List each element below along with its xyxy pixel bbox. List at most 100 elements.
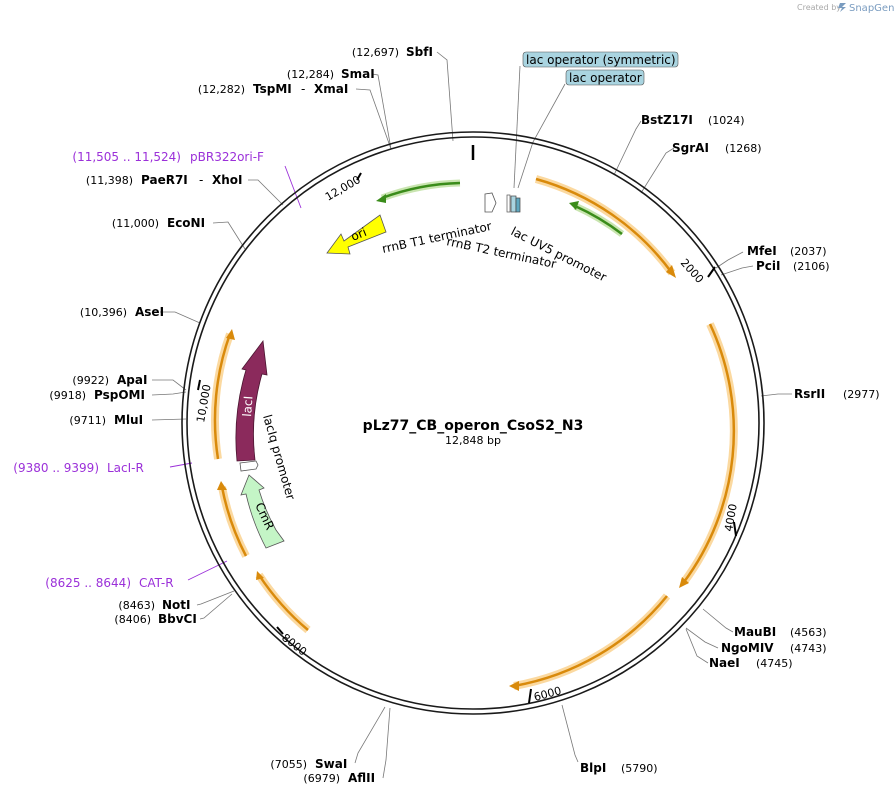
site-blpi: BlpI (5790) — [580, 761, 658, 775]
svg-text:SbfI: SbfI — [406, 45, 433, 59]
svg-text:(2977): (2977) — [843, 388, 880, 401]
svg-text:SgrAI: SgrAI — [672, 141, 709, 155]
svg-text:(9380 .. 9399): (9380 .. 9399) — [13, 461, 99, 475]
svg-text:(1268): (1268) — [725, 142, 762, 155]
primer-laci-r: (9380 .. 9399) LacI-R — [13, 461, 144, 475]
svg-text:(4745): (4745) — [756, 657, 793, 670]
svg-text:(10,396): (10,396) — [80, 306, 127, 319]
lac-operator-tag: lac operator — [565, 69, 645, 86]
svg-text:NaeI: NaeI — [709, 656, 740, 670]
site-aflii: (6979) AflII — [303, 771, 375, 785]
svg-text:BlpI: BlpI — [580, 761, 606, 775]
snapgene-logo-icon — [838, 3, 846, 12]
site-maubi: MauBI (4563) — [734, 625, 827, 639]
site-bbvci: (8406) BbvCI — [114, 612, 196, 626]
scale-ticks — [197, 172, 737, 704]
site-asei: (10,396) AseI — [80, 305, 164, 319]
site-noti: (8463) NotI — [118, 598, 190, 612]
svg-text:pBR322ori-F: pBR322ori-F — [190, 150, 264, 164]
svg-text:(4563): (4563) — [790, 626, 827, 639]
orf-arcs-left — [210, 329, 311, 634]
svg-text:(12,697): (12,697) — [352, 46, 399, 59]
svg-text:-: - — [301, 82, 305, 96]
created-by-credit: Created by — [797, 3, 841, 12]
svg-text:TspMI: TspMI — [253, 82, 292, 96]
tick-label-12000: 12,000 — [323, 173, 363, 204]
rrnb-terminator-arcs — [376, 179, 625, 237]
site-econi: (11,000) EcoNI — [112, 216, 205, 230]
site-sgrai: SgrAI (1268) — [672, 141, 762, 155]
svg-text:AseI: AseI — [135, 305, 164, 319]
svg-text:BstZ17I: BstZ17I — [641, 113, 693, 127]
lac-operator-label: lac operator — [569, 71, 642, 85]
site-mfei: MfeI (2037) — [747, 244, 827, 258]
plasmid-name: pLz77_CB_operon_CsoS2_N3 — [363, 418, 584, 434]
svg-text:SmaI: SmaI — [341, 67, 375, 81]
site-rsrii: RsrII (2977) — [794, 387, 880, 401]
svg-text:XmaI: XmaI — [314, 82, 348, 96]
site-paer7i-xhoi: (11,398) PaeR7I - XhoI — [86, 173, 243, 187]
site-smai: (12,284) SmaI — [287, 67, 375, 81]
site-naei: NaeI (4745) — [709, 656, 793, 670]
svg-text:(9918): (9918) — [49, 389, 86, 402]
svg-text:BbvCI: BbvCI — [158, 612, 197, 626]
svg-text:AflII: AflII — [348, 771, 375, 785]
site-pcii: PciI (2106) — [756, 259, 830, 273]
svg-text:NgoMIV: NgoMIV — [721, 641, 774, 655]
site-sbfi: (12,697) SbfI — [352, 45, 433, 59]
svg-text:(12,284): (12,284) — [287, 68, 334, 81]
tick-label-4000: 4000 — [722, 503, 740, 533]
svg-text:-: - — [199, 173, 203, 187]
laci-arrow — [235, 339, 268, 462]
svg-text:(6979): (6979) — [303, 772, 340, 785]
lac-uv5-promoter-glyphs — [484, 192, 521, 213]
svg-text:(7055): (7055) — [270, 758, 307, 771]
ori-arrow — [326, 214, 387, 255]
svg-text:(5790): (5790) — [621, 762, 658, 775]
svg-text:(11,398): (11,398) — [86, 174, 133, 187]
svg-text:(9711): (9711) — [69, 414, 106, 427]
snapgene-brand: SnapGene — [849, 3, 895, 14]
svg-text:(4743): (4743) — [790, 642, 827, 655]
svg-text:MauBI: MauBI — [734, 625, 776, 639]
orf-arcs-right — [509, 175, 738, 691]
lac-operator-symmetric-label: lac operator (symmetric) — [526, 53, 676, 67]
svg-text:RsrII: RsrII — [794, 387, 825, 401]
svg-text:MluI: MluI — [114, 413, 143, 427]
primer-pbr322ori-f: (11,505 .. 11,524) pBR322ori-F — [72, 150, 264, 164]
svg-text:PciI: PciI — [756, 259, 781, 273]
svg-text:(9922): (9922) — [72, 374, 109, 387]
svg-text:MfeI: MfeI — [747, 244, 777, 258]
svg-text:EcoNI: EcoNI — [167, 216, 205, 230]
svg-text:(8625 .. 8644): (8625 .. 8644) — [45, 576, 131, 590]
svg-text:(2106): (2106) — [793, 260, 830, 273]
svg-text:(11,000): (11,000) — [112, 217, 159, 230]
tick-label-2000: 2000 — [678, 256, 706, 286]
laciq-promoter-box — [239, 460, 259, 472]
site-pspomi: (9918) PspOMI — [49, 388, 145, 402]
svg-text:PspOMI: PspOMI — [94, 388, 145, 402]
site-bstz17i: BstZ17I (1024) — [641, 113, 745, 127]
lac-operator-symmetric-tag: lac operator (symmetric) — [522, 51, 679, 68]
site-tspmi-xmai: (12,282) TspMI - XmaI — [198, 82, 348, 96]
svg-text:(11,505 .. 11,524): (11,505 .. 11,524) — [72, 150, 181, 164]
svg-text:(1024): (1024) — [708, 114, 745, 127]
site-leader-lines — [151, 51, 792, 779]
plasmid-backbone — [181, 131, 765, 715]
svg-text:XhoI: XhoI — [212, 173, 243, 187]
svg-text:PaeR7I: PaeR7I — [141, 173, 188, 187]
site-apai: (9922) ApaI — [72, 373, 147, 387]
svg-text:(8463): (8463) — [118, 599, 155, 612]
plasmid-length: 12,848 bp — [445, 434, 501, 447]
svg-text:LacI-R: LacI-R — [107, 461, 144, 475]
svg-text:SwaI: SwaI — [315, 757, 347, 771]
site-mlui: (9711) MluI — [69, 413, 143, 427]
ori-label: ori — [349, 225, 369, 244]
svg-text:CAT-R: CAT-R — [139, 576, 174, 590]
primer-leader-lines — [169, 165, 302, 581]
primer-cat-r: (8625 .. 8644) CAT-R — [45, 576, 173, 590]
site-swai: (7055) SwaI — [270, 757, 347, 771]
svg-text:NotI: NotI — [162, 598, 191, 612]
site-ngomiv: NgoMIV (4743) — [721, 641, 827, 655]
